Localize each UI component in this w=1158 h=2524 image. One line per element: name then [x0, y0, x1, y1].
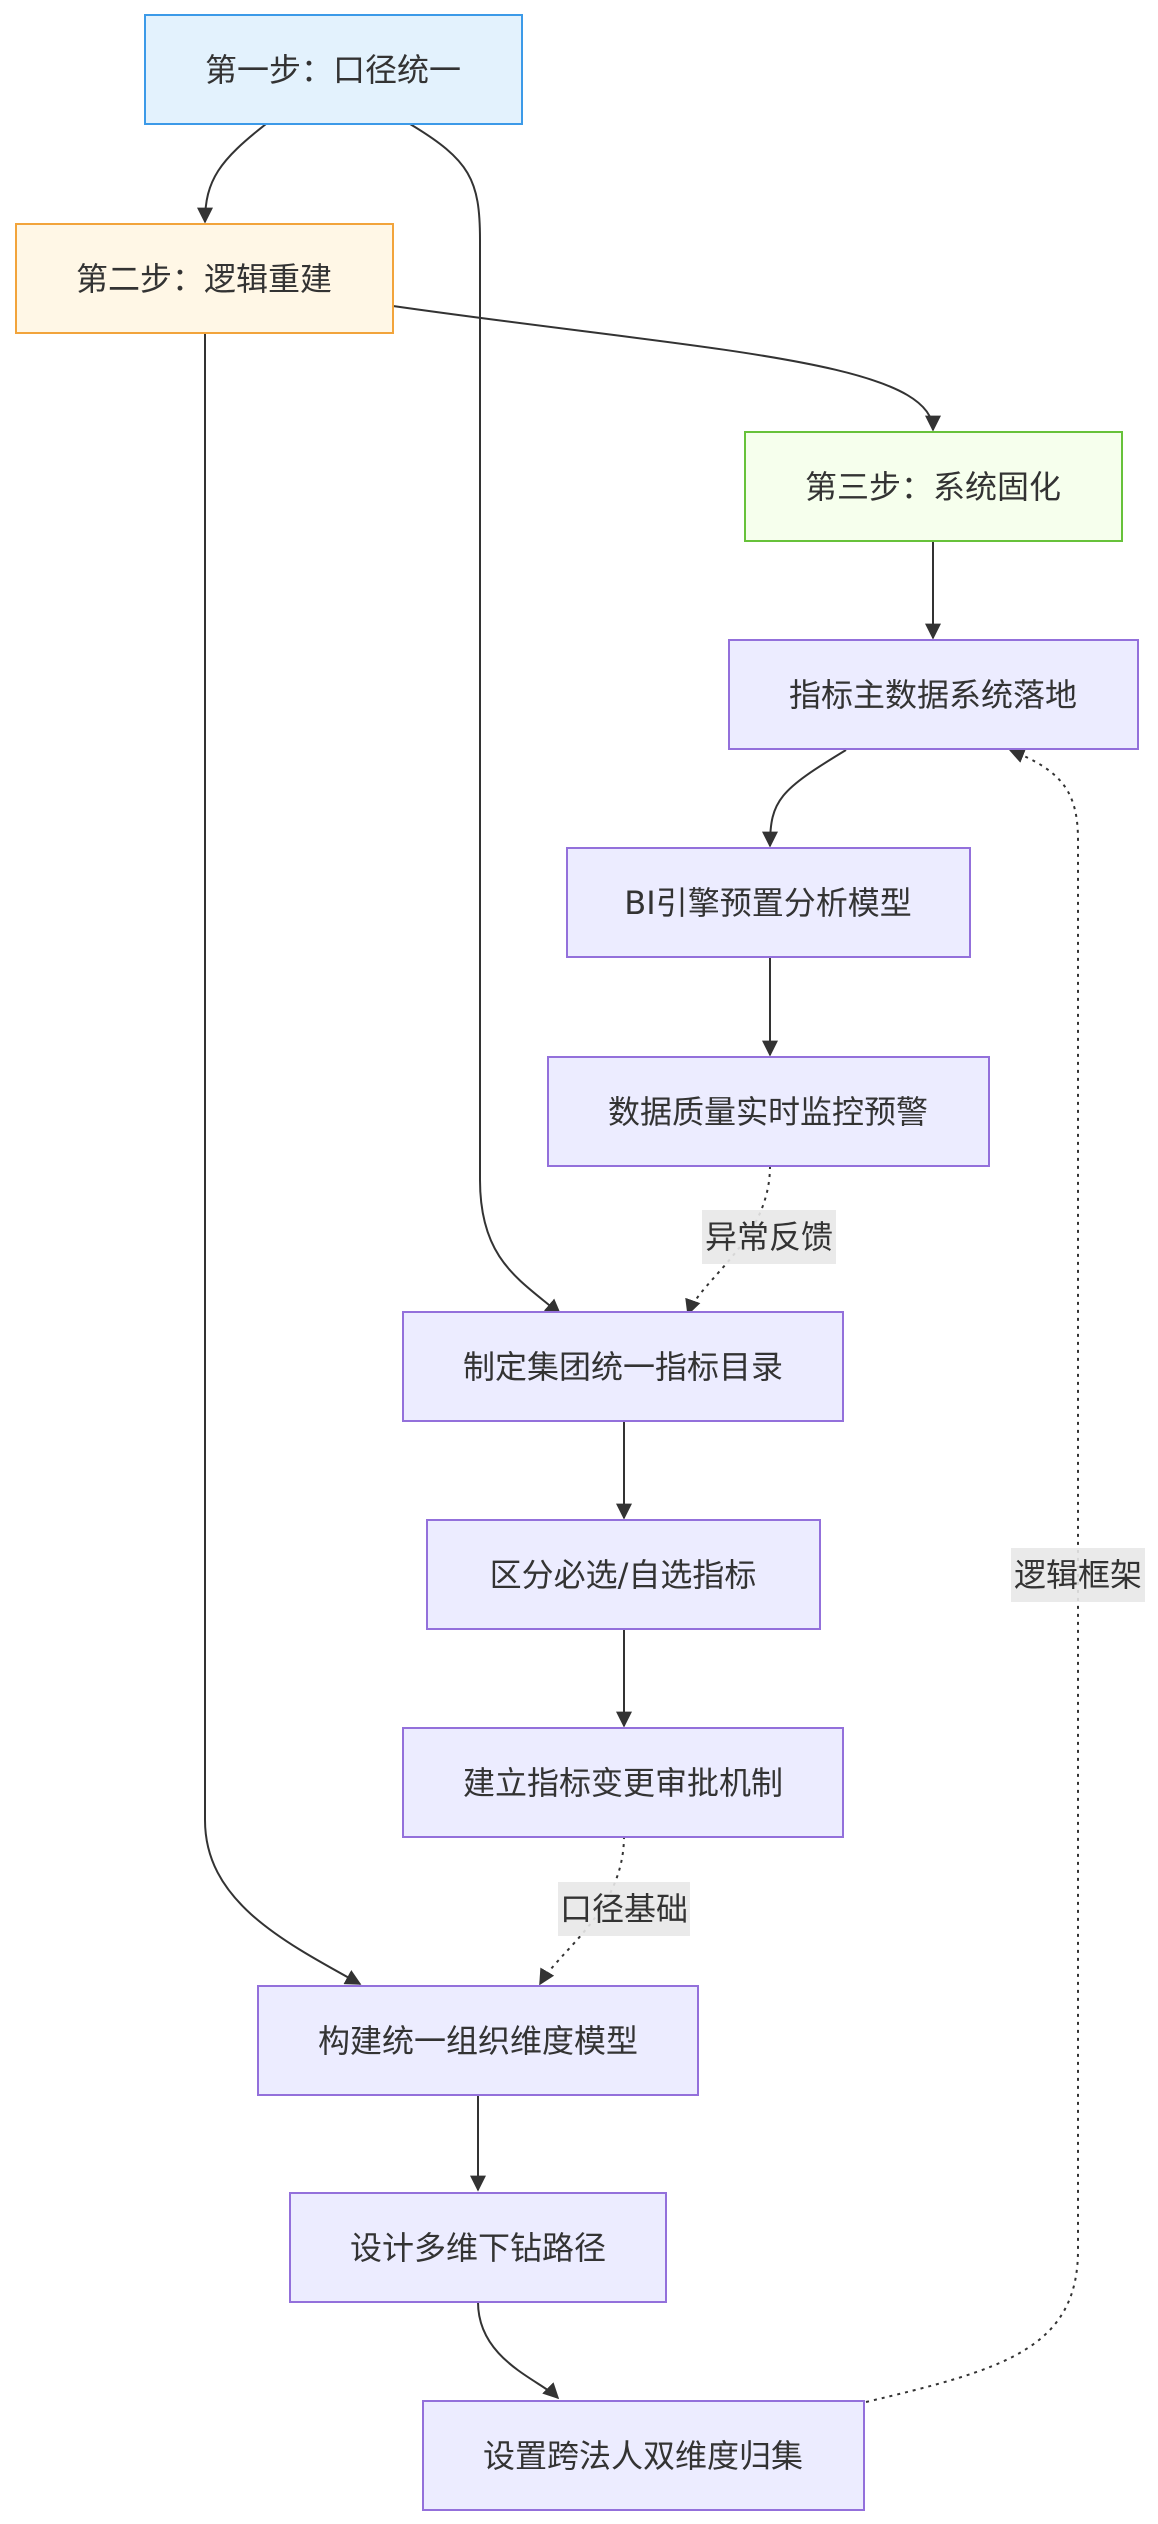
node-change-approval[interactable]: 建立指标变更审批机制	[402, 1727, 844, 1838]
node-label: 构建统一组织维度模型	[318, 2022, 638, 2060]
edge-label-text: 逻辑框架	[1014, 1556, 1142, 1594]
node-drilldown[interactable]: 设计多维下钻路径	[289, 2192, 667, 2303]
node-label: 制定集团统一指标目录	[463, 1348, 783, 1386]
edge-step1-to-group-catalog	[409, 123, 562, 1316]
node-step2[interactable]: 第二步：逻辑重建	[15, 223, 394, 334]
edge-step2-to-org-dim	[204, 334, 362, 1985]
node-label: 设计多维下钻路径	[350, 2229, 606, 2267]
node-bi-engine[interactable]: BI引擎预置分析模型	[566, 847, 971, 958]
edge-indicator-master-to-bi	[762, 749, 847, 848]
node-dq-monitor[interactable]: 数据质量实时监控预警	[547, 1056, 990, 1167]
node-indicator-master[interactable]: 指标主数据系统落地	[728, 639, 1139, 750]
node-label: 指标主数据系统落地	[789, 676, 1077, 714]
node-label: 数据质量实时监控预警	[608, 1093, 928, 1131]
node-group-catalog[interactable]: 制定集团统一指标目录	[402, 1311, 844, 1422]
edges	[197, 123, 941, 2400]
node-step3[interactable]: 第三步：系统固化	[744, 431, 1123, 542]
node-label: 区分必选/自选指标	[490, 1556, 757, 1594]
edge-label-logic-framework: 逻辑框架	[1011, 1548, 1145, 1602]
node-cross-entity[interactable]: 设置跨法人双维度归集	[422, 2400, 865, 2511]
node-label: 第一步：口径统一	[205, 51, 461, 89]
node-required-optional[interactable]: 区分必选/自选指标	[426, 1519, 821, 1630]
edge-label-text: 口径基础	[560, 1890, 688, 1928]
node-label: 第三步：系统固化	[805, 468, 1061, 506]
edge-drilldown-to-cross-entity	[477, 2301, 560, 2400]
node-label: BI引擎预置分析模型	[624, 884, 911, 922]
edge-label-caliber-basis: 口径基础	[558, 1882, 690, 1936]
node-label: 第二步：逻辑重建	[76, 260, 332, 298]
edge-cross-entity-to-indicator-master	[865, 747, 1079, 2403]
node-step1[interactable]: 第一步：口径统一	[144, 14, 523, 125]
edge-step2-to-step3	[392, 305, 941, 432]
edge-step1-to-step2	[197, 123, 267, 224]
node-label: 建立指标变更审批机制	[463, 1764, 783, 1802]
node-org-dim-model[interactable]: 构建统一组织维度模型	[257, 1985, 699, 2096]
edge-label-text: 异常反馈	[705, 1218, 833, 1256]
edge-label-abnormal-feedback: 异常反馈	[702, 1210, 836, 1264]
node-label: 设置跨法人双维度归集	[483, 2437, 803, 2475]
